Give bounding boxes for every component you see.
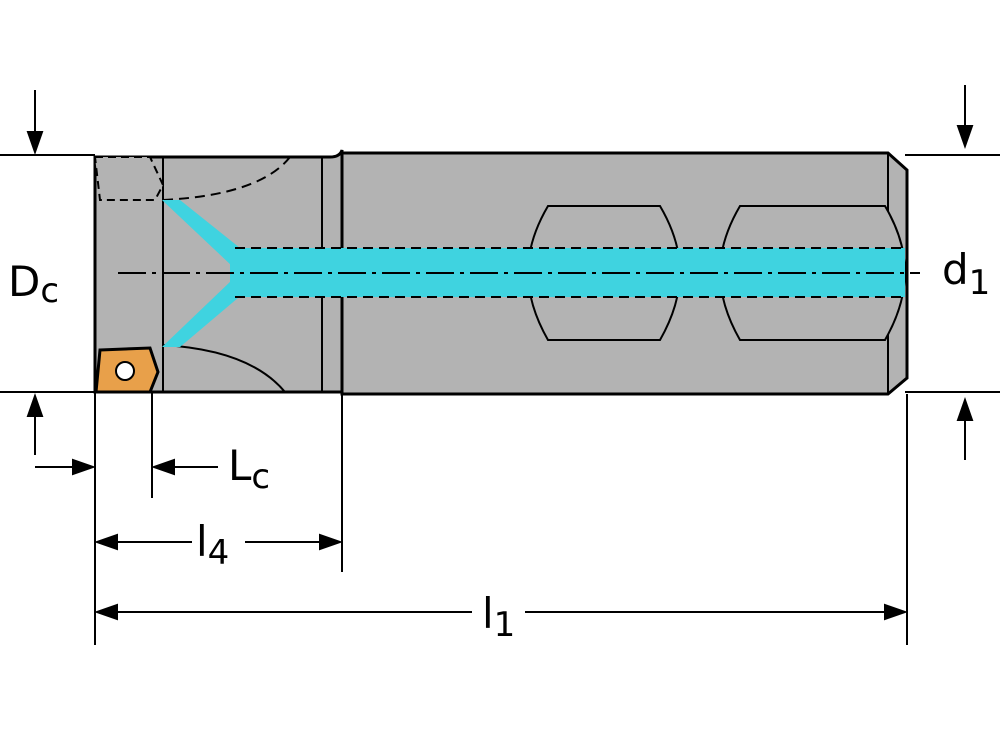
l4-label: l4	[196, 517, 229, 573]
l1-label: l1	[482, 589, 515, 645]
d1-arrows	[956, 85, 974, 460]
d1-label: d1	[942, 245, 990, 303]
dc-arrows	[26, 90, 44, 455]
lc-arrows	[35, 458, 218, 476]
dc-label: Dc	[8, 257, 59, 311]
diameter-extension-lines	[0, 154, 1000, 393]
l4-dimension-line	[93, 533, 344, 551]
cutting-insert	[94, 346, 160, 394]
l1-dimension-line	[93, 603, 909, 621]
lc-label: Lc	[228, 441, 270, 497]
